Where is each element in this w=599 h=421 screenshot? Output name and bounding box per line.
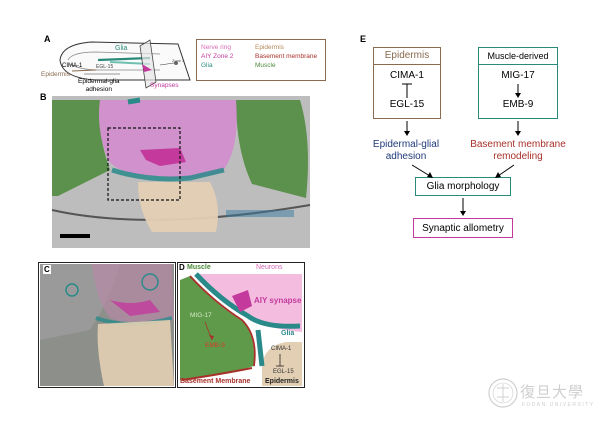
e-emb9: EMB-9: [502, 99, 534, 110]
panel-d-frame: [177, 262, 305, 388]
e-remodeling: Basement membrane remodeling: [470, 139, 566, 162]
watermark-en: FUDAN UNIVERSITY: [522, 402, 595, 408]
panel-d-neurons-label: Neurons: [256, 264, 283, 271]
panel-a-synapses-label: Synapses: [150, 82, 179, 89]
panel-d-cima1-label: CIMA-1: [271, 346, 292, 352]
legend-aiy: AIY Zone 2: [201, 53, 234, 60]
panel-d-epidermis-label: Epidermis: [265, 378, 299, 385]
legend-muscle: Muscle: [255, 62, 276, 69]
panel-d-mig17-label: MIG-17: [190, 312, 212, 319]
panel-label-d: D: [179, 263, 185, 272]
panel-label-c: C: [43, 265, 51, 274]
panel-a-glia-label: Glia: [115, 45, 128, 52]
legend-epidermis: Epidermis: [255, 44, 284, 51]
epidermis-header: Epidermis: [373, 47, 441, 65]
legend-glia: Glia: [201, 62, 213, 69]
panel-c-frame: [38, 262, 176, 388]
panel-label-a: A: [44, 34, 51, 44]
panel-label-e: E: [360, 34, 367, 44]
legend-nerve-ring: Nerve ring: [201, 44, 231, 51]
panel-d-aiy-label: AIY synapse: [254, 296, 302, 305]
e-cima1: CIMA-1: [390, 70, 424, 81]
panel-d-glia-label: Glia: [281, 330, 295, 337]
panel-d-basement-label: Basement Membrane: [180, 378, 251, 385]
epidermis-box: [373, 47, 441, 119]
muscle-header: Muscle-derived: [478, 47, 558, 65]
panel-a-cima1-label: CIMA-1: [62, 63, 83, 69]
panel-d-emb9-label: EMB-9: [205, 342, 225, 349]
panel-label-b: B: [40, 92, 47, 102]
panel-a-legend: Nerve ring AIY Zone 2 Glia Epidermis Bas…: [196, 39, 326, 81]
legend-basement: Basement membrane: [255, 53, 318, 60]
e-adhesion: Epidermal-glial adhesion: [372, 139, 440, 162]
panel-d-muscle-label: Muscle: [187, 264, 211, 271]
panel-d-egl15-label: EGL-15: [273, 369, 294, 375]
muscle-box: [478, 47, 558, 119]
e-mig17: MIG-17: [501, 70, 535, 81]
e-egl15: EGL-15: [389, 99, 425, 110]
panel-a-adhesion-label: Epidermal-glia adhesion: [78, 78, 120, 93]
glia-morphology-box: Glia morphology: [415, 177, 511, 196]
synaptic-allometry-box: Synaptic allometry: [413, 218, 513, 238]
panel-a-egl15-label: EGL-15: [96, 64, 114, 70]
watermark-cn: 復旦大學: [520, 383, 585, 401]
panel-a-zone-label: Zone 2: [172, 58, 185, 63]
panel-a-epidermis-label: Epidermis: [41, 71, 70, 78]
